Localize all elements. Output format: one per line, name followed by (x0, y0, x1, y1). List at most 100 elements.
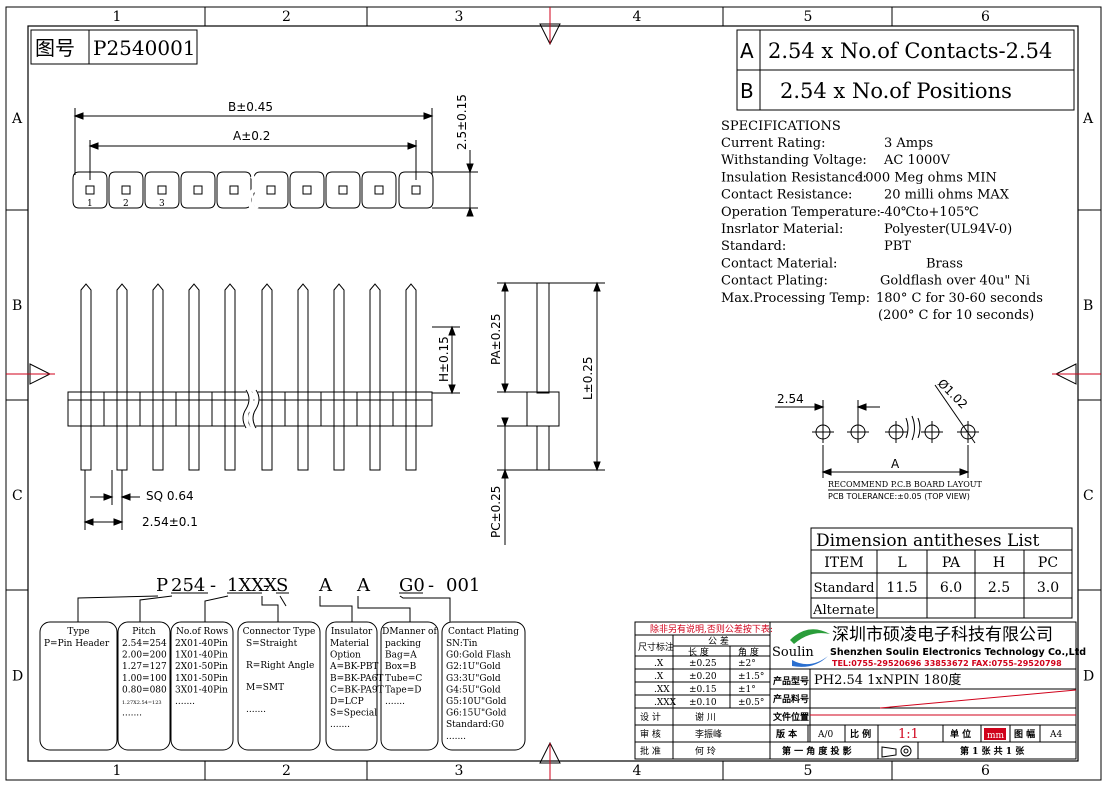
part-code-leaders (77, 592, 451, 622)
spec-value: 3 Amps (884, 136, 933, 151)
code-option-line: ....... (122, 709, 142, 719)
company-logo-icon (790, 629, 830, 644)
dim-table-header: PC (1038, 555, 1058, 571)
top-pin-number: 1 (87, 199, 93, 209)
code-option-line: 2.00=200 (122, 651, 167, 661)
code-option-line: 1.00=100 (122, 674, 167, 684)
code-option-line: 1.27X2.54=123 (122, 700, 162, 706)
spec-value: 1000 Meg ohms MIN (857, 170, 997, 185)
version-label: 版 本 (775, 728, 798, 740)
top-pin-square (85, 185, 95, 195)
front-view (67, 283, 460, 530)
dim-pc: PC±0.25 (489, 486, 503, 538)
top-pin-housing (289, 171, 325, 209)
front-pin (333, 283, 345, 471)
part-code: P 254 - 1XXX - S A A G0 - 001 (156, 575, 480, 596)
tolerance-dim: .XX (654, 685, 670, 695)
approve-label: 批 准 (640, 745, 661, 757)
zone-row-right: A (1082, 111, 1094, 127)
front-pin (188, 283, 200, 471)
spec-label: Insrlator Material: (721, 222, 843, 237)
dim-h: H±0.15 (437, 336, 451, 382)
pcb-a: A (891, 457, 900, 471)
code-insulator: A (318, 575, 333, 596)
company-logo-text: Soulin (772, 645, 814, 660)
top-pin-square (121, 185, 131, 195)
outer-border (5, 6, 1102, 781)
spec-label: Standard: (721, 239, 786, 254)
product-code-label: 产品料号 (773, 693, 809, 705)
code-option-line: G0:Gold Flash (446, 651, 511, 661)
spec-value: Brass (926, 256, 963, 271)
drawing-number-box: 图号 P2540001 (30, 29, 198, 65)
front-pin (261, 283, 273, 471)
spec-value: -40℃to+105℃ (880, 205, 979, 220)
pcb-layout (775, 384, 979, 491)
top-pin-square (302, 185, 312, 195)
code-p: P (156, 575, 168, 596)
tolerance-header: 公 差 (708, 635, 729, 647)
front-pin (224, 283, 236, 471)
top-pin-square (266, 185, 276, 195)
size-label: 图 幅 (1014, 728, 1035, 740)
scale-value: 1:1 (898, 727, 919, 742)
dim-pitch: 2.54±0.1 (142, 515, 198, 529)
spec-heading: SPECIFICATIONS (721, 119, 841, 134)
front-pin (297, 283, 309, 471)
company-name-en: Shenzhen Soulin Electronics Technology C… (830, 647, 1086, 658)
size-value: A4 (1049, 730, 1062, 740)
pcb-diameter: Ø1.02 (935, 376, 970, 411)
code-option-line: S=Special (330, 709, 377, 719)
title-b-text: 2.54 x No.of Positions (780, 79, 1012, 103)
code-option-line: C=BK-PA9T (330, 685, 384, 695)
code-option-box (380, 621, 439, 751)
code-option-title: DManner of (382, 627, 437, 637)
drawing-number-label: 图号 (35, 36, 75, 60)
code-dash-2: - (263, 575, 269, 596)
code-dash-1: - (210, 575, 216, 596)
dim-table-header: ITEM (824, 555, 863, 571)
top-pin-number: 2 (123, 199, 129, 209)
code-option-box (325, 621, 378, 751)
product-model: PH2.54 1xNPIN 180度 (814, 672, 961, 688)
code-rows: 1XXX (227, 575, 277, 596)
zone-col-top: 3 (455, 9, 464, 25)
sheet-info: 第 1 张 共 1 张 (960, 745, 1025, 757)
code-option-line: S=Straight (246, 639, 298, 649)
code-option-title: Connector Type (243, 627, 316, 637)
scale-label: 比 例 (850, 728, 871, 740)
tolerance-label: 尺寸标注 (638, 641, 674, 653)
tolerance-angle: ±2° (738, 659, 756, 669)
code-packing: A (356, 575, 371, 596)
spec-value: Goldflash over 40u" Ni (880, 274, 1030, 289)
top-pin-housing (72, 171, 108, 209)
approve-name: 何 玲 (695, 745, 716, 757)
zone-row-right: B (1083, 298, 1093, 314)
top-pin-housing (216, 171, 252, 209)
inner-border (27, 25, 1079, 762)
tolerance-dim: .X (654, 659, 664, 669)
front-pin (152, 283, 164, 471)
tolerance-angle: ±0.5° (738, 698, 764, 708)
zone-col-top: 6 (981, 9, 990, 25)
code-option-line: M=SMT (246, 683, 284, 693)
code-option-line: ....... (175, 697, 195, 707)
title-a-key: A (740, 39, 754, 63)
dim-table-row-label: Standard (814, 581, 875, 596)
dim-table-header: L (897, 555, 906, 571)
front-pin (405, 283, 417, 471)
spec-value: 20 milli ohms MAX (884, 188, 1010, 203)
spec-label: Operation Temperature: (721, 205, 881, 220)
spec-value: Polyester(UL94V-0) (884, 222, 1012, 237)
code-option-line: B=BK-PA6T (330, 674, 383, 684)
dim-table-cell: 6.0 (940, 580, 962, 596)
unit-label: 单 位 (950, 728, 971, 740)
spec-value: (200° C for 10 seconds) (878, 308, 1034, 323)
code-type: S (276, 575, 288, 596)
code-option-box (441, 621, 526, 751)
tolerance-length-header: 长 度 (688, 646, 709, 658)
zone-row-right: D (1083, 669, 1094, 685)
code-option-title: Type (67, 627, 89, 637)
